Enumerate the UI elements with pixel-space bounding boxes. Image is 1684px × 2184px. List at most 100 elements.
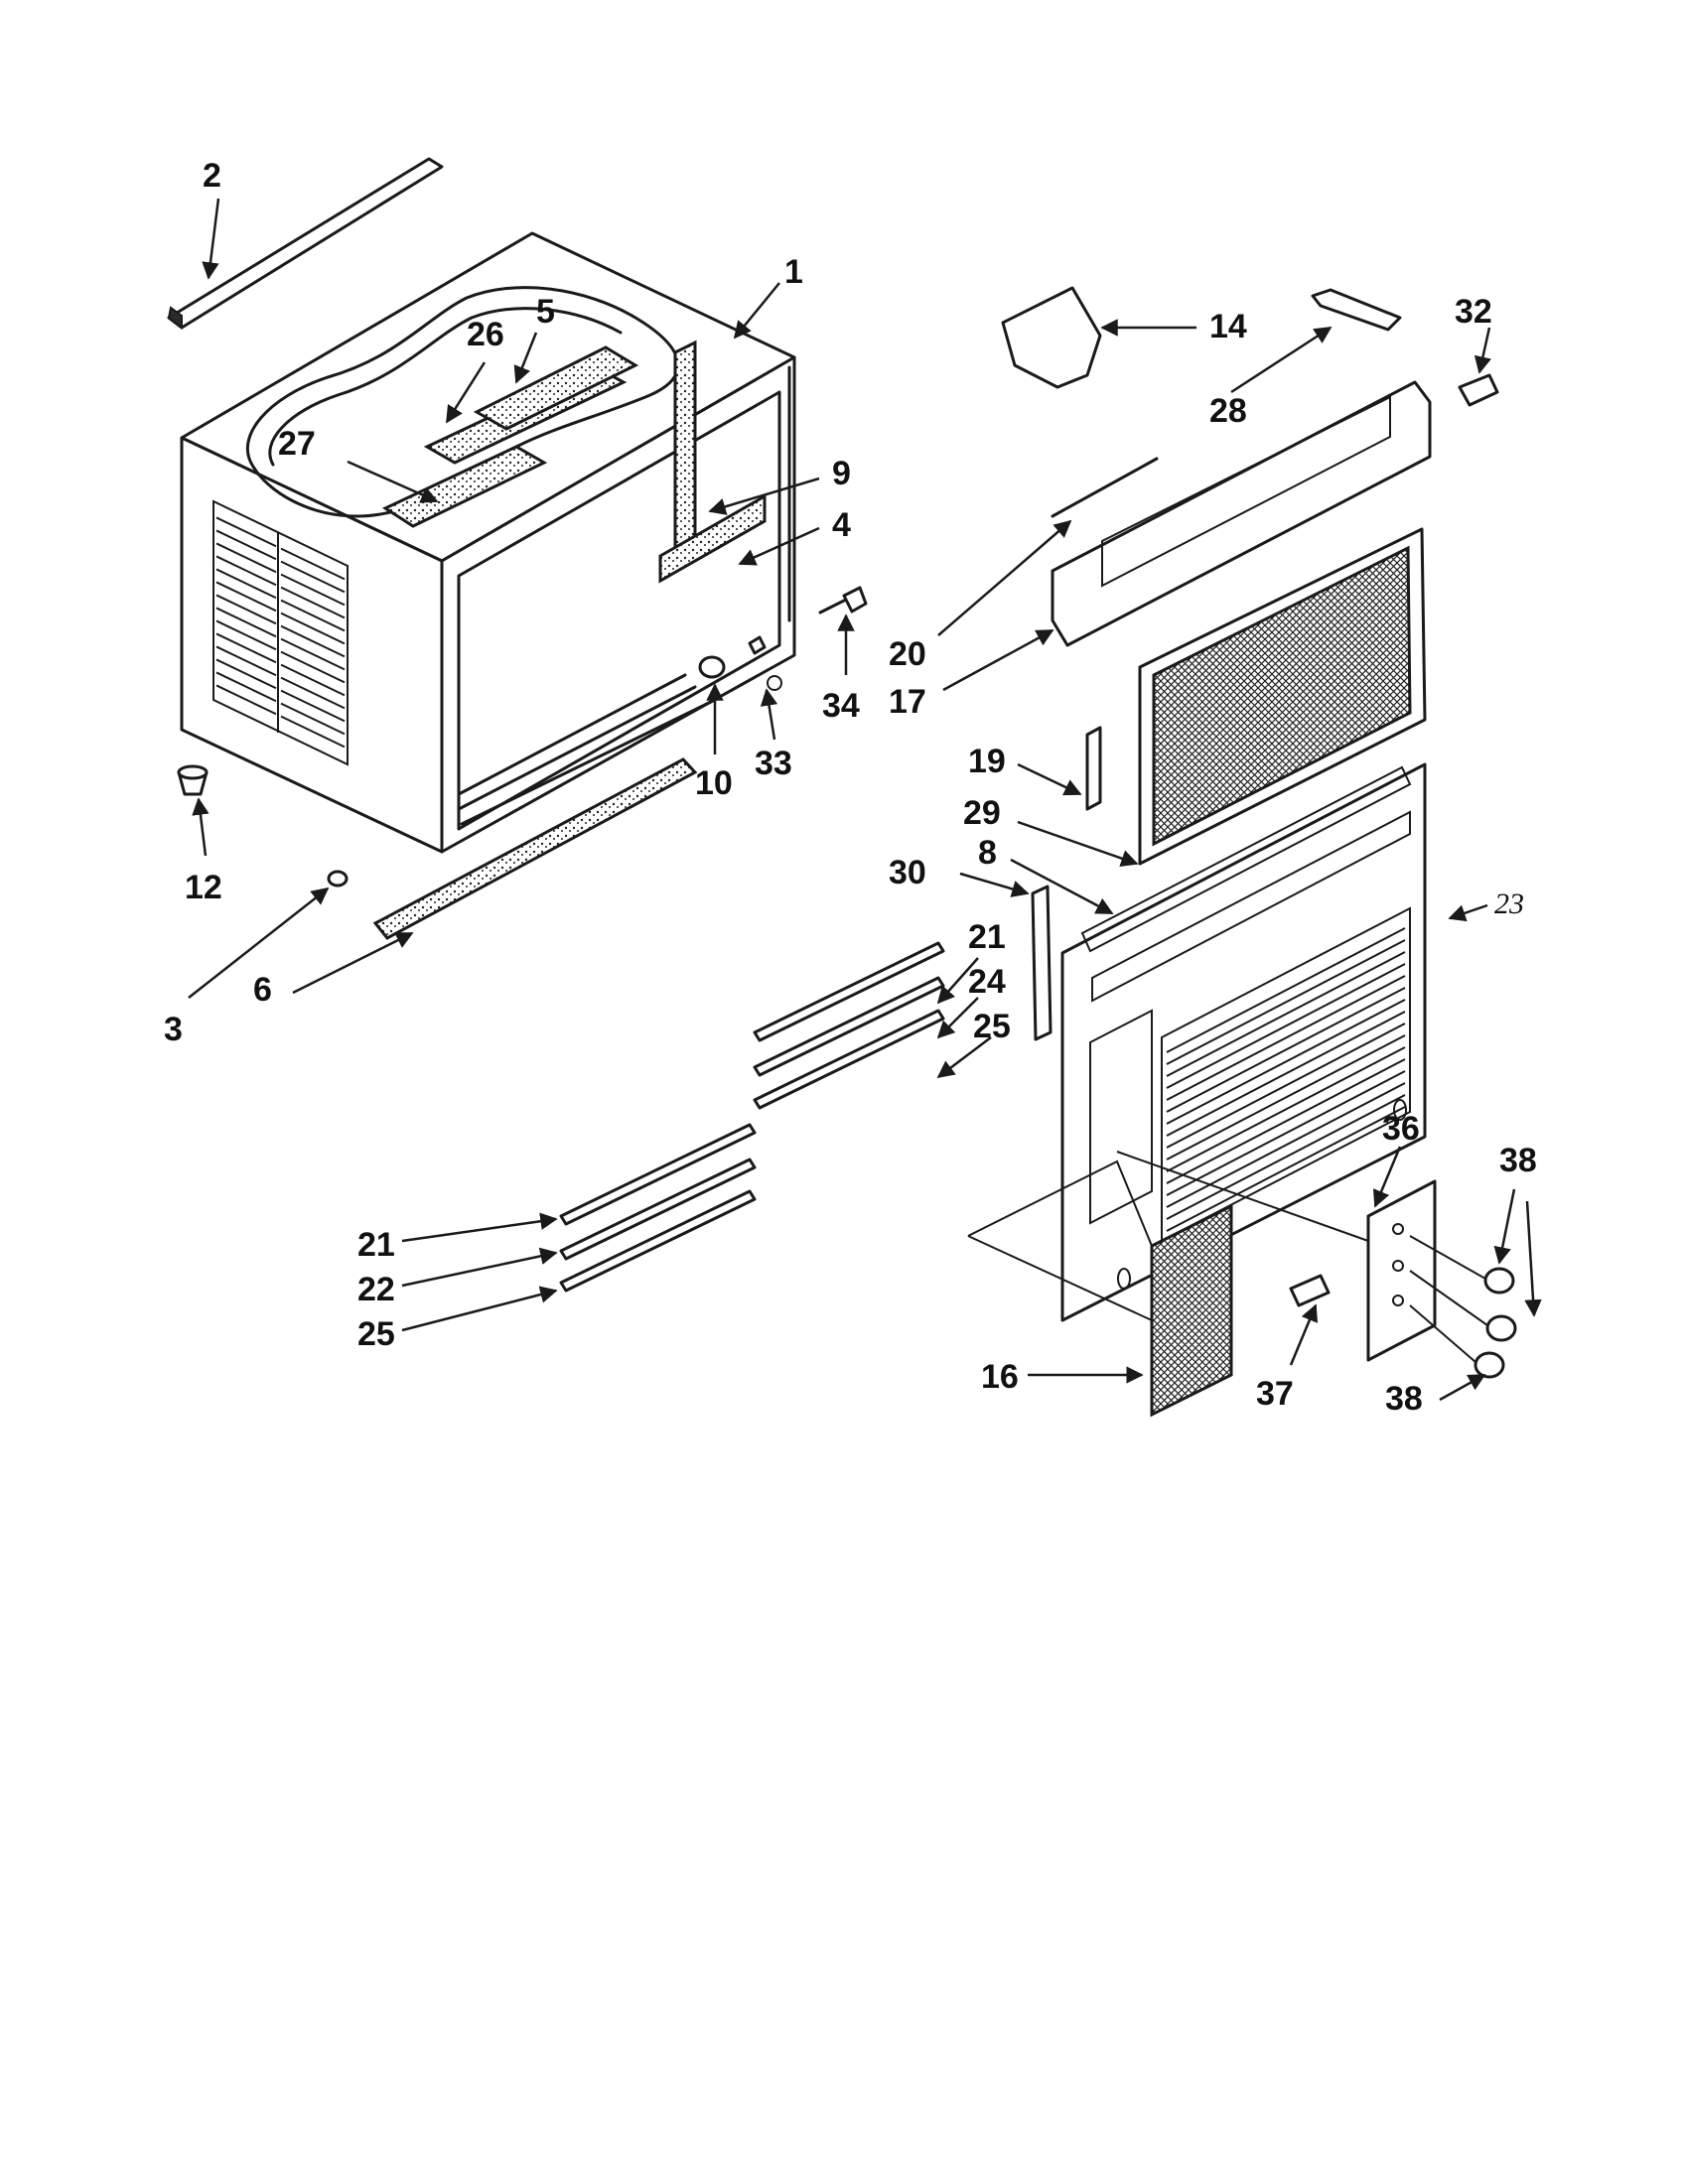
louver-slat <box>215 568 277 600</box>
callout-1: 1 <box>784 253 803 291</box>
grille-louver <box>1166 1011 1406 1137</box>
grille-louver <box>1166 1106 1406 1232</box>
callout-19: 19 <box>968 743 1006 780</box>
louver-slat <box>280 624 346 658</box>
side-trim-piece <box>1031 885 1052 1041</box>
louver-slat <box>215 516 277 548</box>
grille-louver <box>1166 999 1406 1125</box>
louver-slat <box>215 542 277 574</box>
callout-10: 10 <box>695 764 733 802</box>
callout-23: 23 <box>1494 887 1524 920</box>
louver-slat <box>280 560 346 594</box>
callout-38-upper: 38 <box>1499 1142 1537 1179</box>
louver-slat <box>280 663 346 697</box>
filter-handle <box>1085 726 1102 811</box>
small-clip <box>1289 1274 1331 1307</box>
control-plate <box>1366 1179 1437 1362</box>
louver-slat <box>280 715 346 749</box>
louver-slat <box>280 547 346 581</box>
terminal-connector <box>1458 373 1499 407</box>
air-filter <box>1138 527 1427 866</box>
callout-16: 16 <box>981 1358 1019 1396</box>
callout-28: 28 <box>1209 392 1247 430</box>
louver-slat <box>215 581 277 613</box>
callout-32: 32 <box>1455 293 1492 331</box>
callout-8: 8 <box>978 834 997 872</box>
callout-26: 26 <box>467 316 504 353</box>
callout-37: 37 <box>1256 1375 1294 1413</box>
grille-louver-lines <box>1166 927 1406 1232</box>
cabinet-outer-case <box>180 231 796 854</box>
louver-slat <box>215 594 277 625</box>
callout-22: 22 <box>357 1271 395 1308</box>
callout-6: 6 <box>253 971 272 1009</box>
callout-33: 33 <box>755 745 792 782</box>
louver-slat <box>280 676 346 710</box>
grille-louver <box>1166 987 1406 1113</box>
top-foam-strips <box>381 345 639 528</box>
louver-slat <box>215 645 277 677</box>
louver-slat <box>280 650 346 684</box>
callout-34: 34 <box>822 687 860 725</box>
louver-slat <box>215 658 277 690</box>
grille-louver <box>1166 1070 1406 1196</box>
louver-slat <box>215 684 277 716</box>
louver-slat <box>280 612 346 645</box>
grille-louver <box>1166 963 1406 1089</box>
side-louvers <box>212 499 349 766</box>
retainer-clip <box>1311 288 1402 332</box>
callout-labels: 2 1 26 5 27 9 4 34 33 10 12 3 6 14 32 28… <box>164 157 1537 1418</box>
louver-slat <box>280 586 346 619</box>
louver-slat <box>280 637 346 671</box>
callout-20: 20 <box>889 635 926 673</box>
louver-slat <box>215 619 277 651</box>
vent-insert <box>1150 1203 1233 1418</box>
louver-slat <box>215 632 277 664</box>
louver-slat <box>215 555 277 587</box>
side-curtain-strips <box>559 941 945 1293</box>
grille-louver <box>1166 1082 1406 1208</box>
grille-louver <box>1166 1058 1406 1184</box>
louver-slat <box>280 599 346 632</box>
louver-slat <box>215 607 277 638</box>
grille-louver <box>1166 951 1406 1077</box>
callout-25-upper: 25 <box>973 1008 1011 1045</box>
callout-25-lower: 25 <box>357 1315 395 1353</box>
callout-4: 4 <box>832 506 851 544</box>
grille-louver <box>1166 1046 1406 1172</box>
louver-slat <box>280 689 346 723</box>
grille-louver <box>1166 1023 1406 1149</box>
callout-17: 17 <box>889 683 926 721</box>
control-panel-frame <box>1051 380 1432 647</box>
callout-38-lower: 38 <box>1385 1380 1423 1418</box>
control-knobs <box>1409 1235 1517 1379</box>
callout-2: 2 <box>203 157 221 195</box>
callout-9: 9 <box>832 455 851 492</box>
callout-12: 12 <box>185 869 222 906</box>
louver-slat <box>280 702 346 736</box>
callout-36: 36 <box>1382 1110 1420 1148</box>
grille-louver <box>1166 939 1406 1065</box>
control-plate-holes <box>1392 1223 1404 1306</box>
callout-21-upper: 21 <box>968 918 1006 956</box>
callout-30: 30 <box>889 854 926 891</box>
corner-post-foam <box>658 340 791 622</box>
callout-14: 14 <box>1209 308 1247 345</box>
callout-29: 29 <box>963 794 1001 832</box>
small-hardware <box>177 586 868 887</box>
grille-louver <box>1166 1034 1406 1160</box>
louver-slat <box>215 671 277 703</box>
control-bracket <box>1001 286 1102 389</box>
callout-24: 24 <box>968 963 1006 1001</box>
louver-slat <box>280 573 346 607</box>
projection-lines <box>967 1151 1369 1321</box>
front-grille <box>1060 762 1427 1322</box>
grille-louver <box>1166 927 1406 1053</box>
louver-slats <box>215 516 346 749</box>
callout-27: 27 <box>278 425 316 463</box>
callout-5: 5 <box>536 293 555 331</box>
cabinet-bottom-rails <box>457 673 717 826</box>
grille-louver <box>1166 1094 1406 1220</box>
grille-louver <box>1166 975 1406 1101</box>
